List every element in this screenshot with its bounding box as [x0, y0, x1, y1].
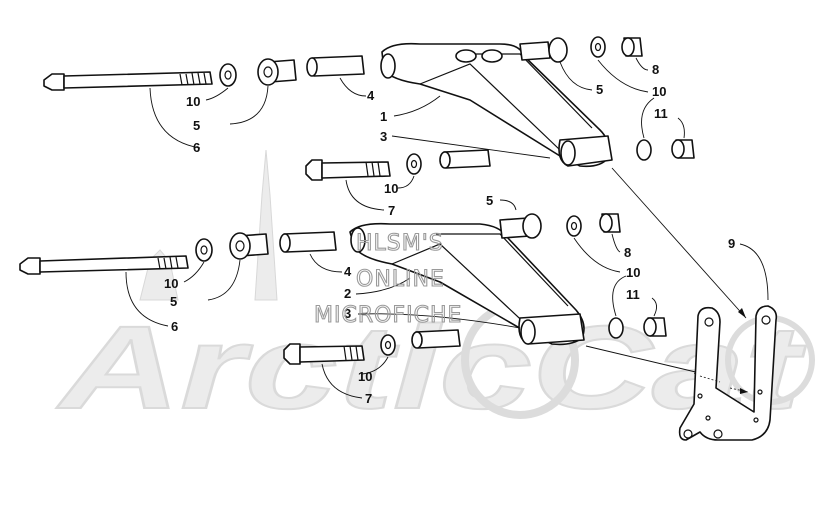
- callout-11: 11: [626, 287, 640, 302]
- callout-10: 10: [384, 181, 398, 196]
- lower-assembly: [19, 199, 769, 399]
- callout-7: 7: [388, 203, 395, 218]
- watermark-line-3: MICROFICHE: [314, 303, 462, 328]
- callout-5: 5: [596, 82, 603, 97]
- washer-upper-left: [219, 63, 237, 87]
- callout-10: 10: [626, 265, 640, 280]
- callout-3: 3: [344, 306, 351, 321]
- callout-10: 10: [652, 84, 666, 99]
- callout-11: 11: [654, 106, 668, 121]
- watermark-text: HLSM'S ONLINE MICROFICHE: [313, 230, 462, 328]
- watermark-logo: ArcticCat: [56, 302, 807, 434]
- callout-7: 7: [365, 391, 372, 406]
- spacer-lower: [411, 329, 461, 349]
- callout-10: 10: [164, 276, 178, 291]
- lock-nut-upper: [671, 139, 695, 159]
- sleeve-upper: [306, 55, 365, 77]
- short-bolt-upper: [305, 159, 391, 181]
- short-bolt-lower: [283, 343, 365, 365]
- nut-upper: [621, 37, 643, 57]
- upper-callouts: 10 5 6 4 1 3 10 7 5 8 10 11: [186, 62, 668, 218]
- washer-lower-arm-right: [608, 317, 624, 339]
- upper-assembly: [43, 36, 747, 319]
- callout-10: 10: [358, 369, 372, 384]
- callout-6: 6: [171, 319, 178, 334]
- lock-nut-lower: [643, 317, 667, 337]
- washer-upper-arm-right: [636, 139, 652, 161]
- washer-upper-right: [590, 36, 606, 58]
- callout-10: 10: [186, 94, 200, 109]
- spacer-upper: [439, 149, 491, 169]
- washer-upper-bolt: [406, 153, 422, 175]
- callout-4: 4: [344, 264, 352, 279]
- flanged-bushing-lower-left: [229, 232, 269, 260]
- watermark: ArcticCat: [55, 149, 815, 435]
- callout-1: 1: [380, 109, 387, 124]
- flanged-bushing-upper-left: [257, 58, 297, 86]
- washer-lower-bolt: [380, 334, 396, 356]
- callout-5: 5: [486, 193, 493, 208]
- watermark-line-2: ONLINE: [356, 267, 445, 292]
- callout-9: 9: [728, 236, 735, 251]
- watermark-line-1: HLSM'S: [356, 231, 444, 256]
- callout-8: 8: [624, 245, 631, 260]
- callout-2: 2: [344, 286, 351, 301]
- callout-5: 5: [170, 294, 177, 309]
- callout-6: 6: [193, 140, 200, 155]
- flanged-bushing-upper-right: [519, 37, 568, 63]
- callout-4: 4: [367, 88, 375, 103]
- nut-lower: [599, 213, 621, 233]
- flanged-bushing-lower-right: [499, 213, 542, 239]
- callout-8: 8: [652, 62, 659, 77]
- sleeve-lower: [279, 231, 337, 253]
- washer-lower-left: [195, 238, 213, 262]
- a-arm-upper: [380, 42, 613, 168]
- callout-3: 3: [380, 129, 387, 144]
- callout-5: 5: [193, 118, 200, 133]
- lower-callouts: 5 8 10 11 9 10 5 6 4 2 3 10 7: [164, 193, 735, 406]
- long-bolt-upper: [43, 71, 213, 91]
- long-bolt-lower: [19, 255, 189, 275]
- bracket: [678, 305, 778, 441]
- a-arm-lower: [349, 222, 585, 346]
- washer-lower-right: [566, 215, 582, 237]
